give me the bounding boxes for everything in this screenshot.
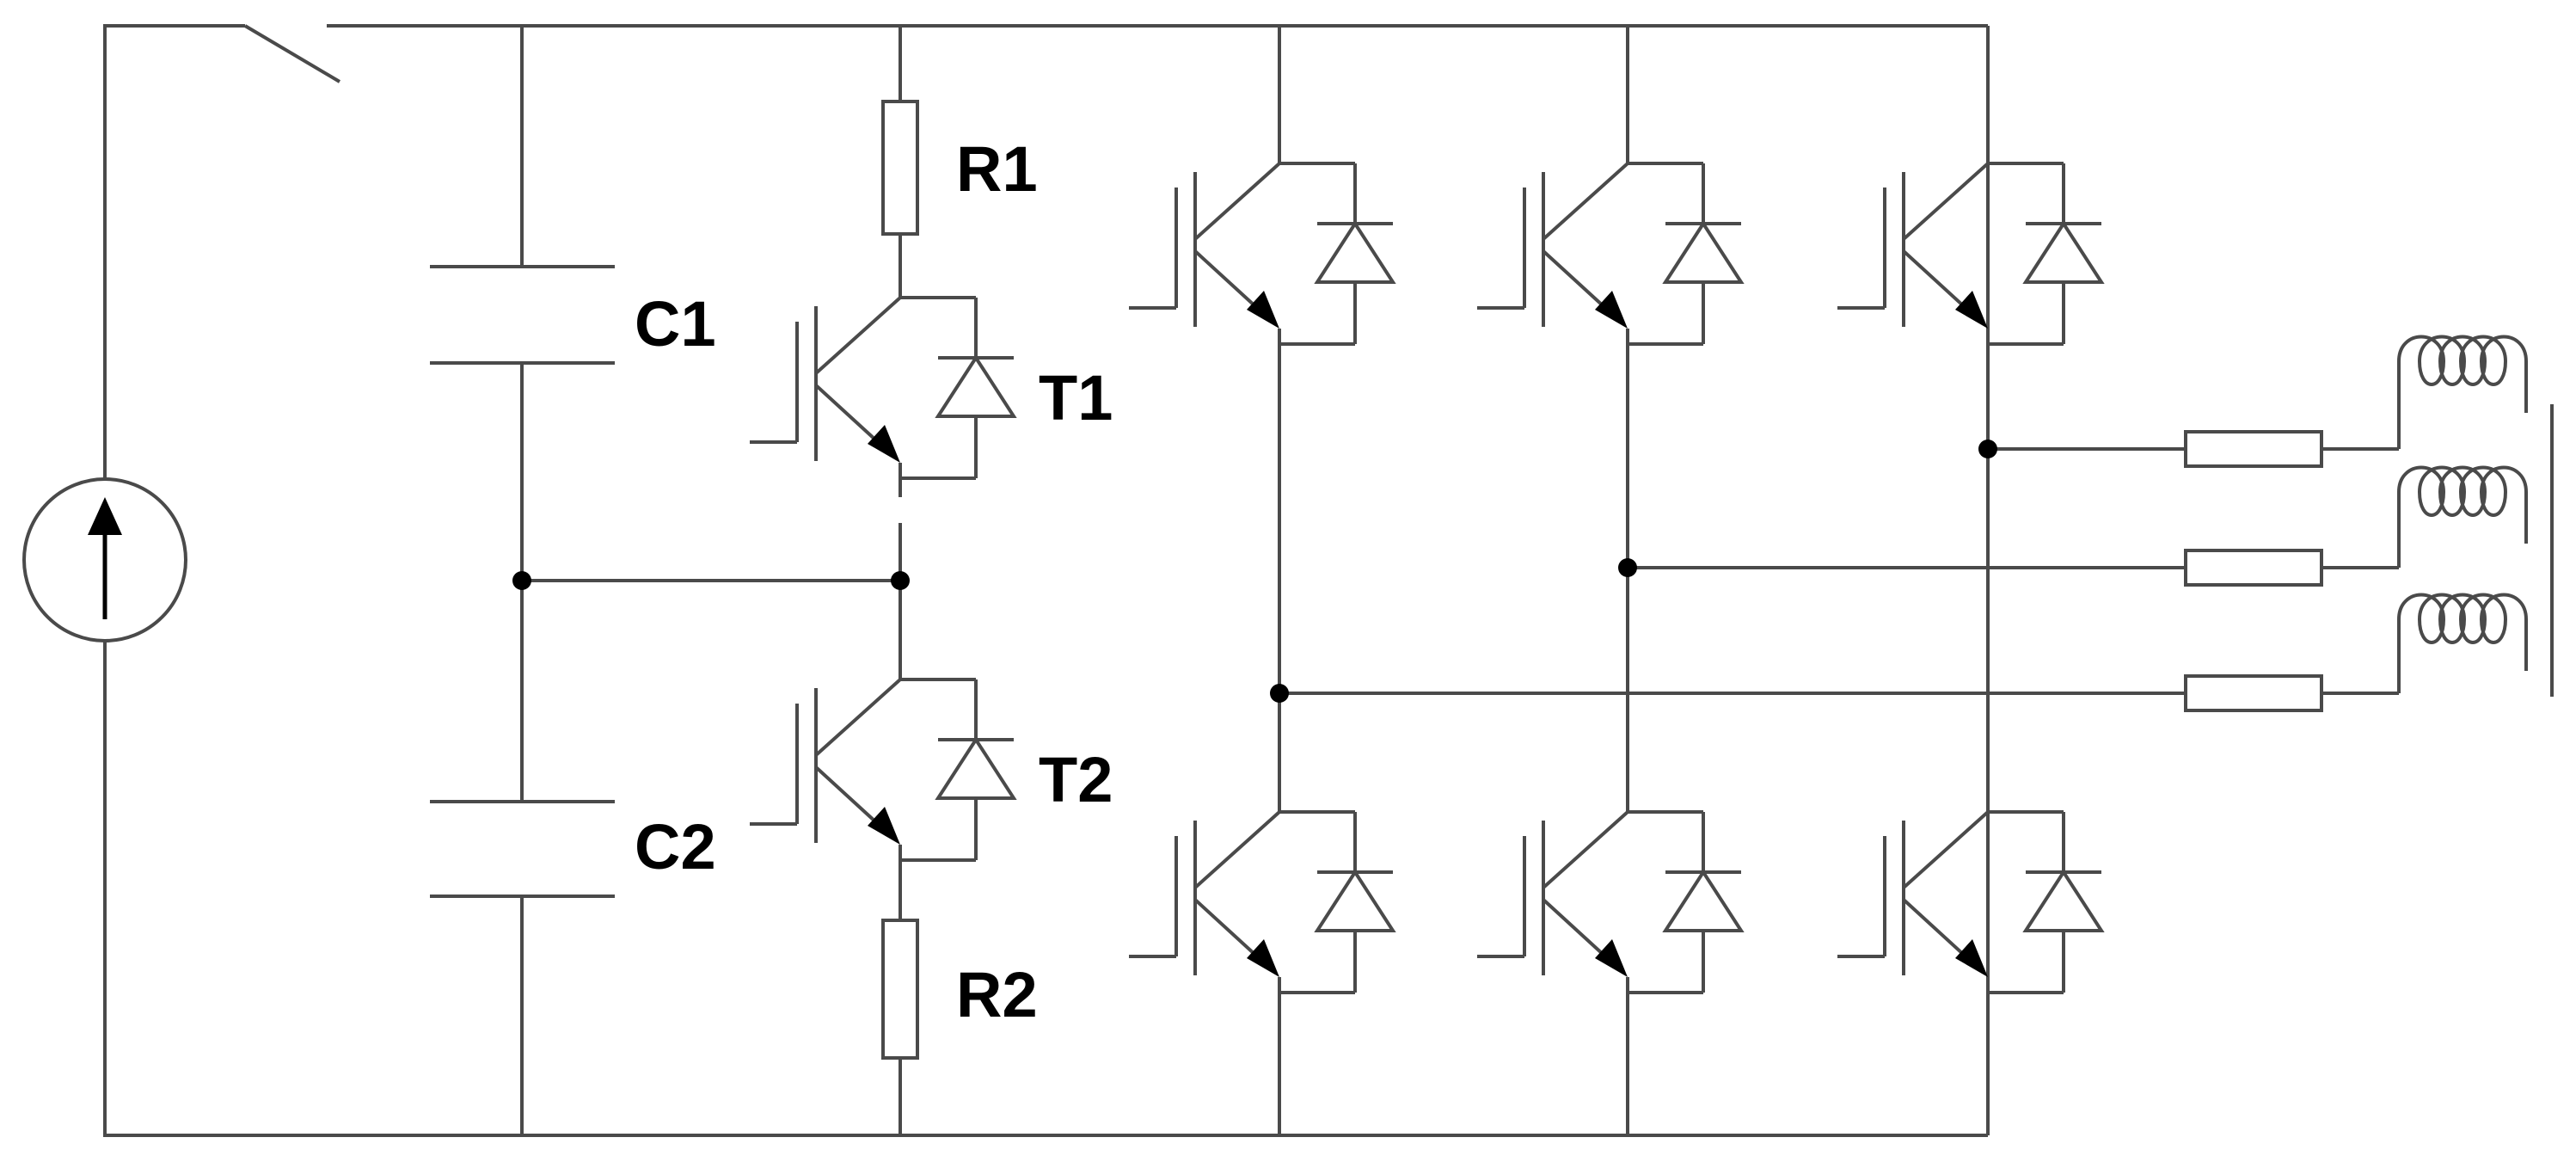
igbt-phase3-lower <box>1836 784 2103 1013</box>
igbt-phase2-lower <box>1475 784 1743 1013</box>
label-c1: C1 <box>635 288 716 360</box>
igbt-phase2-upper <box>1475 136 1743 365</box>
load-resistor-c <box>2184 674 2323 712</box>
capacitor-c1 <box>430 265 615 365</box>
current-source <box>22 477 187 642</box>
inductor-b <box>2397 465 2528 568</box>
junction-dots <box>512 440 1997 703</box>
resistor-r2 <box>881 919 919 1060</box>
label-r1: R1 <box>956 133 1038 205</box>
load-resistor-b <box>2184 549 2323 587</box>
inductor-c <box>2397 593 2528 693</box>
inductor-a <box>2397 335 2528 449</box>
igbt-t1 <box>748 270 1015 499</box>
label-t1: T1 <box>1039 362 1113 433</box>
resistor-r1 <box>881 100 919 236</box>
label-t2: T2 <box>1039 744 1113 815</box>
load-resistor-a <box>2184 430 2323 468</box>
igbt-t2 <box>748 652 1015 881</box>
label-c2: C2 <box>635 811 716 882</box>
igbt-phase3-upper <box>1836 136 2103 365</box>
capacitor-c2 <box>430 800 615 898</box>
igbt-phase1-lower <box>1127 784 1395 1013</box>
dc-bus-wiring <box>103 24 2399 1137</box>
igbt-phase1-upper <box>1127 136 1395 365</box>
label-r2: R2 <box>956 959 1038 1030</box>
